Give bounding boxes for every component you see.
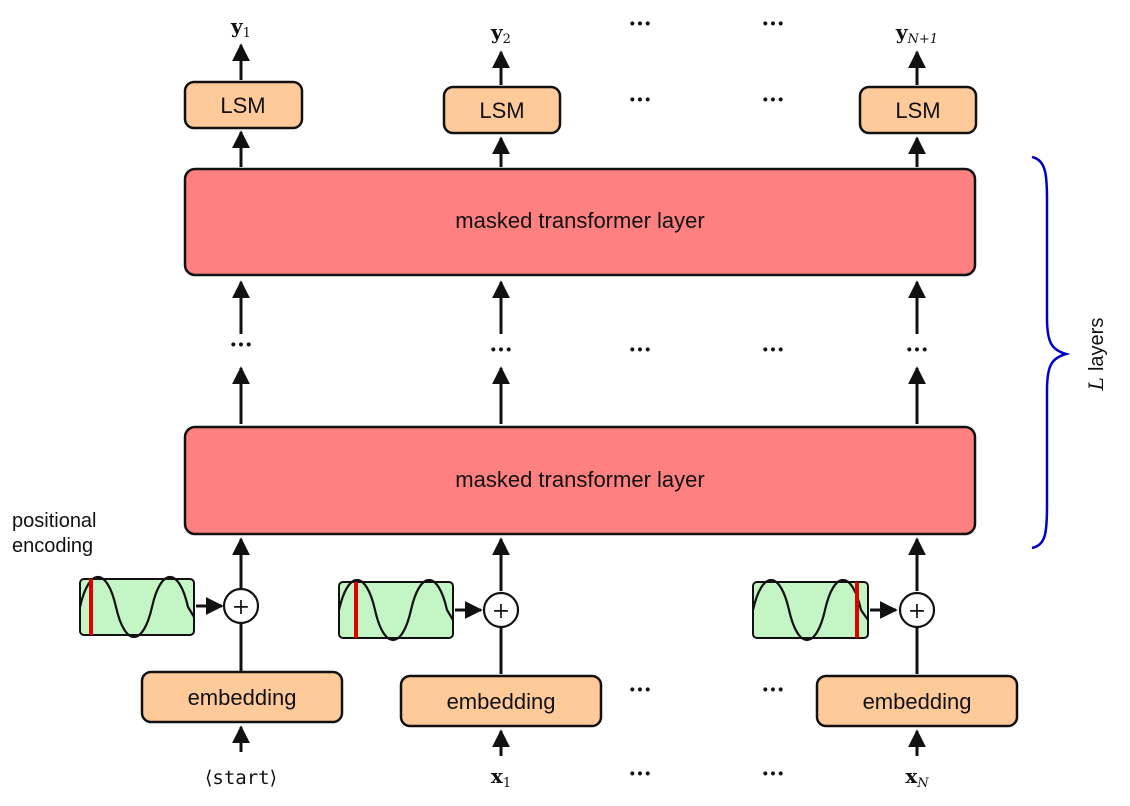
layers-label: Llayers	[1084, 318, 1108, 392]
plus-icon: +	[232, 595, 250, 620]
embedding-label-2: embedding	[447, 689, 556, 714]
sine-wave-icon	[78, 575, 195, 639]
embedding-label-3: embedding	[863, 689, 972, 714]
add-node-2: +	[482, 591, 520, 629]
ellipsis-inputs-1: ···	[629, 761, 652, 787]
lsm-label-1: LSM	[220, 93, 265, 118]
transformer-layer-bottom-label: masked transformer layer	[455, 467, 704, 492]
lsm-box-2: LSM	[442, 85, 562, 135]
embedding-box-1: embedding	[140, 670, 344, 724]
embedding-box-3: embedding	[815, 674, 1019, 728]
plus-icon: +	[492, 599, 510, 624]
arrows	[196, 43, 926, 756]
positional-encoding-box-1	[78, 575, 195, 639]
ellipsis-lsm-2: ···	[762, 87, 785, 113]
ellipses: ··· ··· ··· ··· ··· ··· ··· ··· ··· ··· …	[230, 11, 929, 787]
lsm-label-2: LSM	[479, 98, 524, 123]
output-y2: y2	[490, 20, 511, 47]
plus-icon: +	[908, 599, 926, 624]
lsm-label-3: LSM	[895, 98, 940, 123]
transformer-layer-bottom: masked transformer layer	[183, 425, 977, 536]
positional-encoding-box-2	[337, 578, 454, 642]
sine-wave-icon	[751, 578, 869, 642]
sine-wave-icon	[337, 578, 454, 642]
ellipsis-col2-mid: ···	[490, 337, 513, 363]
lsm-box-3: LSM	[858, 85, 978, 135]
input-start-token: ⟨start⟩	[205, 767, 277, 789]
input-x1: x1	[491, 764, 511, 791]
transformer-layer-top: masked transformer layer	[183, 167, 977, 277]
ellipsis-col1-mid: ···	[230, 332, 253, 358]
layers-brace	[1031, 155, 1071, 550]
ellipsis-outputs-2: ···	[762, 11, 785, 37]
ellipsis-gap2-mid: ···	[762, 337, 785, 363]
embedding-box-2: embedding	[399, 674, 603, 728]
output-yN1: yN+1	[895, 20, 938, 47]
embedding-label-1: embedding	[188, 685, 297, 710]
add-node-3: +	[898, 591, 936, 629]
positional-encoding-box-3	[751, 578, 869, 642]
lsm-box-1: LSM	[183, 80, 304, 130]
input-xN: xN	[905, 764, 929, 791]
ellipsis-outputs-1: ···	[629, 11, 652, 37]
ellipsis-inputs-2: ···	[762, 761, 785, 787]
ellipsis-embedding-1: ···	[629, 677, 652, 703]
ellipsis-lsm-1: ···	[629, 87, 652, 113]
positional-encoding-label-line1: positional	[12, 510, 97, 532]
output-y1: y1	[230, 14, 251, 41]
ellipsis-embedding-2: ···	[762, 677, 785, 703]
positional-encoding-label-line2: encoding	[12, 535, 93, 557]
add-node-1: +	[222, 587, 260, 625]
transformer-layer-top-label: masked transformer layer	[455, 208, 704, 233]
ellipsis-col3-mid: ···	[906, 337, 929, 363]
ellipsis-gap1-mid: ···	[629, 337, 652, 363]
